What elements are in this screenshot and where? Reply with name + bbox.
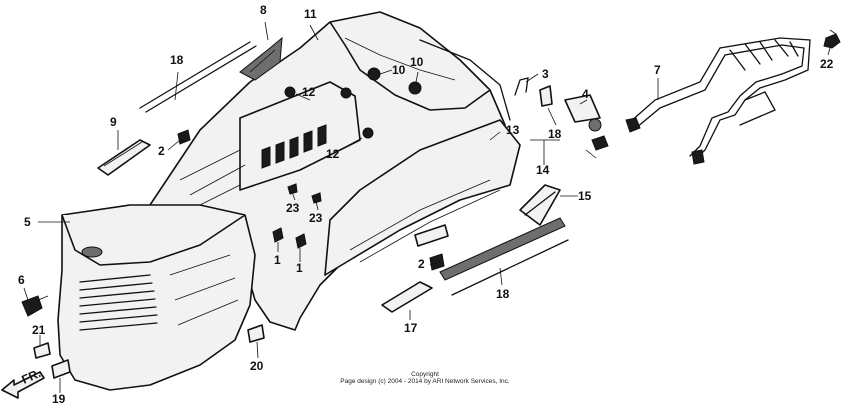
trim-strip-lower[interactable]	[439, 217, 569, 296]
reflector[interactable]	[97, 139, 151, 176]
grommet-1a[interactable]	[272, 227, 284, 243]
stay-bracket[interactable]	[239, 36, 283, 81]
grommet-1b[interactable]	[295, 233, 307, 249]
key-lock-set[interactable]	[539, 85, 609, 159]
callout: 18	[548, 127, 562, 141]
trim-strip-upper[interactable]	[139, 41, 257, 113]
pad-20[interactable]	[247, 324, 265, 343]
side-molding[interactable]	[519, 184, 561, 226]
callout: 9	[110, 115, 117, 129]
pad-21[interactable]	[33, 342, 51, 359]
screw-23a[interactable]	[287, 183, 298, 195]
pad-19[interactable]	[51, 359, 71, 379]
leader-lines	[23, 21, 831, 393]
callout: 11	[304, 7, 317, 21]
callout: 18	[496, 287, 510, 301]
callout: 15	[578, 189, 592, 203]
callout: 21	[32, 323, 46, 337]
callout: 13	[506, 123, 520, 137]
callout: 5	[24, 215, 31, 229]
callout: 18	[170, 53, 184, 67]
copyright-line-2: Page design (c) 2004 - 2014 by ARI Netwo…	[340, 378, 510, 385]
callout: 17	[404, 321, 418, 335]
clip-12b[interactable]	[340, 87, 352, 99]
callout: 6	[18, 273, 25, 287]
callout: 10	[392, 63, 406, 77]
callout: 1	[296, 261, 303, 275]
reflector-lower[interactable]	[381, 281, 433, 313]
front-direction-arrow: FR.	[1, 366, 45, 399]
clip-2a[interactable]	[177, 129, 191, 145]
callout: 4	[582, 87, 589, 101]
callout: 23	[309, 211, 323, 225]
vent-grille	[261, 124, 327, 169]
callout: 3	[542, 67, 549, 81]
callout: 7	[654, 63, 661, 77]
callout: 10	[410, 55, 424, 69]
clip-12a[interactable]	[284, 86, 296, 98]
callout: 14	[536, 163, 550, 177]
grille-louvers	[79, 274, 158, 331]
nut-10b[interactable]	[408, 81, 422, 95]
callout: 22	[820, 57, 834, 71]
clip-2b[interactable]	[429, 253, 445, 271]
callout: 2	[158, 144, 165, 158]
callout: 2	[418, 257, 425, 271]
callout: 19	[52, 392, 66, 406]
callout-labels: 8 11 18 10 10 12 12 9 2 5 6 21 19 23 23 …	[18, 3, 834, 406]
callout: 12	[302, 85, 316, 99]
rear-carrier-rack[interactable]	[625, 37, 811, 165]
callout: 12	[326, 147, 340, 161]
nut-10a[interactable]	[367, 67, 381, 81]
spring-clip[interactable]	[514, 77, 529, 96]
clip-12c[interactable]	[362, 127, 374, 139]
knob-fastener[interactable]	[21, 295, 49, 317]
cap-nut[interactable]	[823, 29, 841, 49]
copyright-line-1: Copyright	[411, 371, 439, 378]
side-cover-front[interactable]	[57, 204, 256, 391]
callout: 23	[286, 201, 300, 215]
callout: 1	[274, 253, 281, 267]
callout: 8	[260, 3, 267, 17]
screw-23b[interactable]	[311, 192, 322, 204]
callout: 20	[250, 359, 264, 373]
